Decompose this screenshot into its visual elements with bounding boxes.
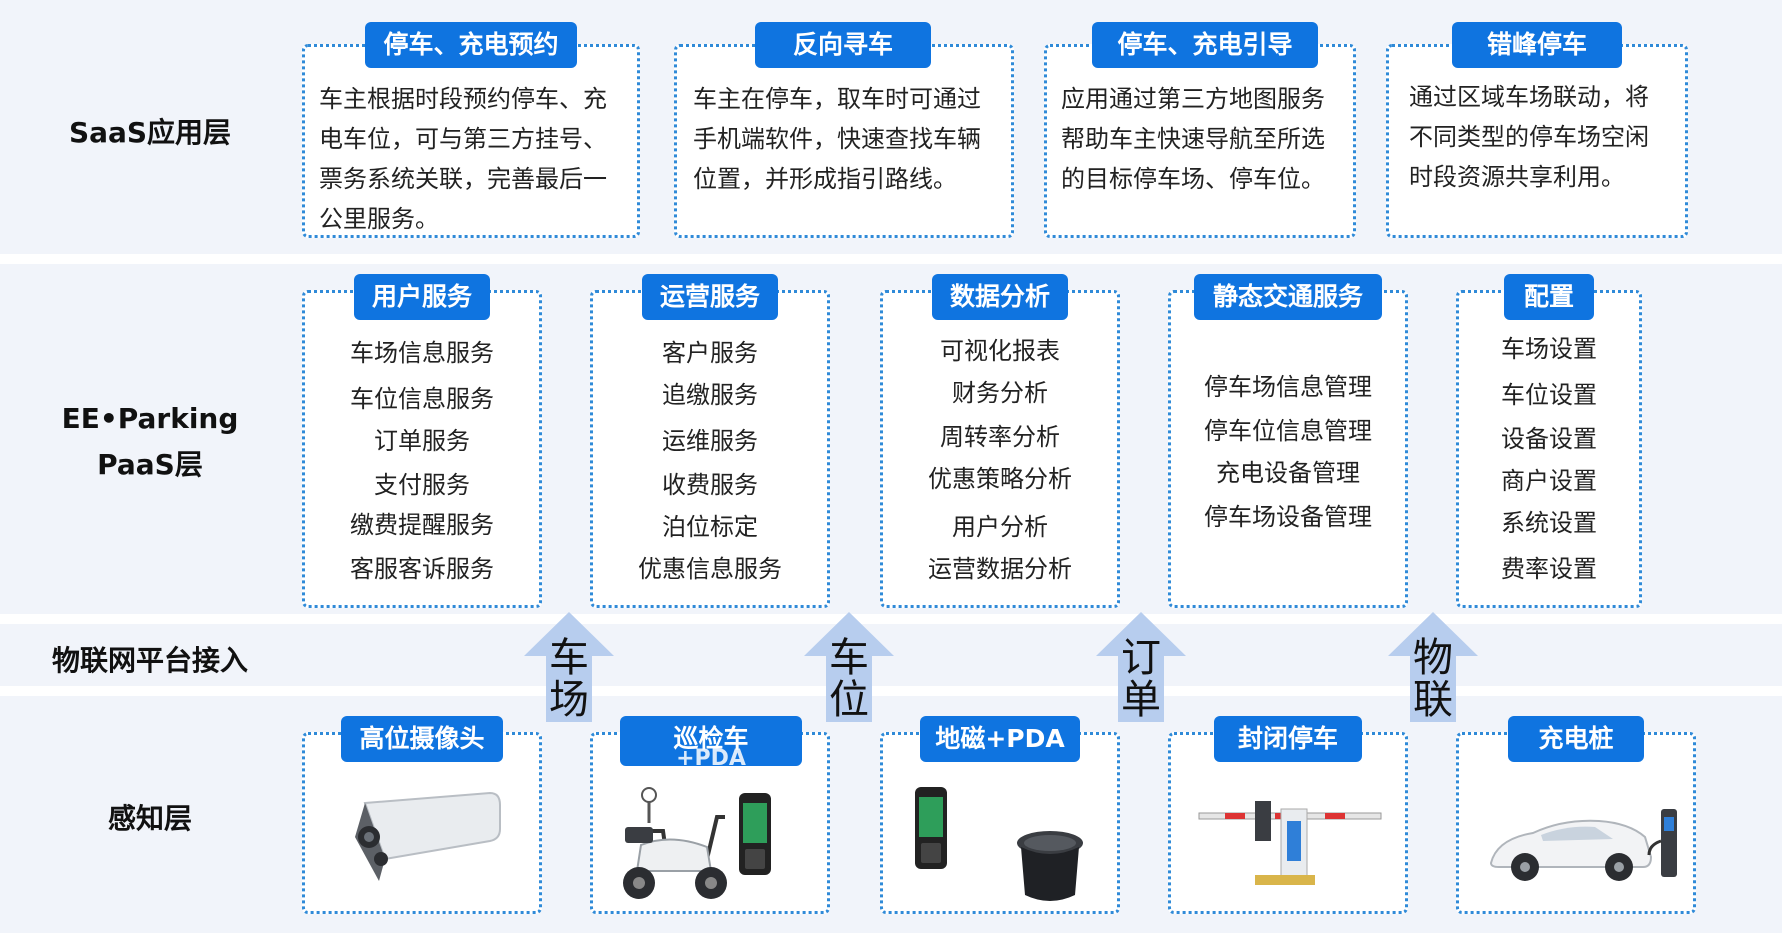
device-subtitle: +PDA — [676, 746, 746, 767]
paas-card-title: 用户服务 — [354, 274, 490, 320]
service-item: 运营数据分析 — [928, 555, 1072, 583]
saas-card-guidance: 应用通过第三方地图服务 帮助车主快速导航至所选 的目标停车场、停车位。 — [1044, 44, 1356, 238]
service-item: 商户设置 — [1501, 467, 1597, 495]
charging-pile-icon — [1489, 809, 1677, 881]
arrow-char: 车 — [829, 635, 869, 681]
pda-icon — [915, 787, 947, 869]
arrow-char: 物 — [1413, 635, 1453, 681]
service-item: 收费服务 — [662, 471, 758, 499]
arrow-char: 单 — [1121, 677, 1161, 723]
service-item: 停车位信息管理 — [1204, 417, 1372, 445]
up-arrow-icon — [1096, 612, 1186, 722]
saas-card-reservation: 车主根据时段预约停车、充 电车位，可与第三方挂号、 票务系统关联，完善最后一 公… — [302, 44, 640, 238]
saas-card-reverse-search: 车主在停车，取车时可通过 手机端软件，快速查找车辆 位置，并形成指引路线。 — [674, 44, 1014, 238]
arrow-char: 位 — [829, 677, 869, 723]
service-item: 财务分析 — [952, 379, 1048, 407]
device-title: 巡检车 +PDA — [620, 716, 802, 766]
device-title: 高位摄像头 — [341, 716, 503, 762]
paas-card-title: 运营服务 — [642, 274, 778, 320]
service-item: 停车场信息管理 — [1204, 373, 1372, 401]
up-arrow-parking-lot: 车 场 — [524, 612, 614, 722]
service-item: 用户分析 — [952, 513, 1048, 541]
paas-layer-label-line1: EE•Parking — [61, 402, 239, 435]
device-title: 封闭停车 — [1214, 716, 1362, 762]
arrow-char: 车 — [549, 635, 589, 681]
device-card-charging-pile — [1456, 732, 1696, 914]
service-item: 系统设置 — [1501, 509, 1597, 537]
saas-card-title: 停车、充电引导 — [1092, 22, 1318, 68]
service-item: 停车场设备管理 — [1204, 503, 1372, 531]
service-item: 费率设置 — [1501, 555, 1597, 583]
geomagnetic-sensor-icon — [1017, 831, 1083, 901]
card-line: 位置，并形成指引路线。 — [693, 165, 957, 193]
up-arrow-parking-space: 车 位 — [804, 612, 894, 722]
card-line: 应用通过第三方地图服务 — [1061, 85, 1325, 113]
service-item: 设备设置 — [1501, 425, 1597, 453]
barrier-gate-icon — [1198, 801, 1382, 885]
pda-icon — [739, 793, 771, 875]
paas-layer-label-line2: PaaS层 — [97, 448, 203, 481]
service-item: 车场设置 — [1501, 335, 1597, 363]
card-line: 时段资源共享利用。 — [1409, 163, 1625, 191]
card-line: 票务系统关联，完善最后一 — [319, 165, 607, 193]
card-line: 车主在停车，取车时可通过 — [693, 85, 981, 113]
camera-icon — [355, 791, 501, 881]
iot-layer-label: 物联网平台接入 — [51, 644, 248, 677]
service-item: 车位设置 — [1501, 381, 1597, 409]
arrow-char: 订 — [1121, 635, 1161, 681]
device-card-geomagnetic-pda — [880, 732, 1120, 914]
service-item: 优惠信息服务 — [638, 555, 782, 583]
service-item: 订单服务 — [374, 427, 470, 455]
card-line: 公里服务。 — [319, 205, 439, 233]
service-item: 优惠策略分析 — [928, 465, 1072, 493]
service-item: 追缴服务 — [662, 381, 758, 409]
paas-card-data-analysis: 可视化报表 财务分析 周转率分析 优惠策略分析 用户分析 运营数据分析 — [880, 290, 1120, 608]
service-item: 泊位标定 — [662, 513, 758, 541]
device-title-line: 巡检车 — [673, 724, 749, 753]
paas-card-operation-service: 客户服务 追缴服务 运维服务 收费服务 泊位标定 优惠信息服务 — [590, 290, 830, 608]
paas-card-title: 配置 — [1504, 274, 1594, 320]
up-arrow-icon — [524, 612, 614, 722]
up-arrow-order: 订 单 — [1096, 612, 1186, 722]
paas-card-static-traffic: 停车场信息管理 停车位信息管理 充电设备管理 停车场设备管理 — [1168, 290, 1408, 608]
device-card-closed-parking — [1168, 732, 1408, 914]
paas-card-title: 数据分析 — [932, 274, 1068, 320]
service-item: 充电设备管理 — [1216, 459, 1360, 487]
saas-card-title: 反向寻车 — [755, 22, 931, 68]
card-line: 电车位，可与第三方挂号、 — [319, 125, 607, 153]
paas-card-user-service: 车场信息服务 车位信息服务 订单服务 支付服务 缴费提醒服务 客服客诉服务 — [302, 290, 542, 608]
service-item: 周转率分析 — [940, 423, 1060, 451]
up-arrow-icon — [1388, 612, 1478, 722]
paas-card-configuration: 车场设置 车位设置 设备设置 商户设置 系统设置 费率设置 — [1456, 290, 1642, 608]
service-item: 客服客诉服务 — [350, 555, 494, 583]
sensing-layer-label: 感知层 — [107, 802, 192, 835]
card-line: 帮助车主快速导航至所选 — [1061, 125, 1325, 153]
service-item: 支付服务 — [374, 471, 470, 499]
service-item: 车场信息服务 — [350, 339, 494, 367]
service-item: 车位信息服务 — [350, 385, 494, 413]
service-item: 运维服务 — [662, 427, 758, 455]
paas-card-title: 静态交通服务 — [1194, 274, 1382, 320]
card-line: 不同类型的停车场空闲 — [1409, 123, 1649, 151]
up-arrow-icon — [804, 612, 894, 722]
card-line: 手机端软件，快速查找车辆 — [693, 125, 981, 153]
service-item: 客户服务 — [662, 339, 758, 367]
card-line: 车主根据时段预约停车、充 — [319, 85, 607, 113]
card-line: 的目标停车场、停车位。 — [1061, 165, 1325, 193]
device-title: 充电桩 — [1508, 716, 1644, 762]
arrow-char: 联 — [1413, 677, 1453, 723]
card-line: 通过区域车场联动，将 — [1409, 83, 1649, 111]
service-item: 缴费提醒服务 — [350, 511, 494, 539]
saas-layer-label: SaaS应用层 — [68, 116, 232, 149]
scooter-icon — [623, 787, 727, 899]
saas-card-title: 停车、充电预约 — [365, 22, 577, 68]
saas-card-off-peak: 通过区域车场联动，将 不同类型的停车场空闲 时段资源共享利用。 — [1386, 44, 1688, 238]
service-item: 可视化报表 — [940, 337, 1060, 365]
saas-card-title: 错峰停车 — [1452, 22, 1622, 68]
device-title: 地磁+PDA — [920, 716, 1080, 762]
arrow-char: 场 — [549, 677, 589, 723]
up-arrow-iot: 物 联 — [1388, 612, 1478, 722]
